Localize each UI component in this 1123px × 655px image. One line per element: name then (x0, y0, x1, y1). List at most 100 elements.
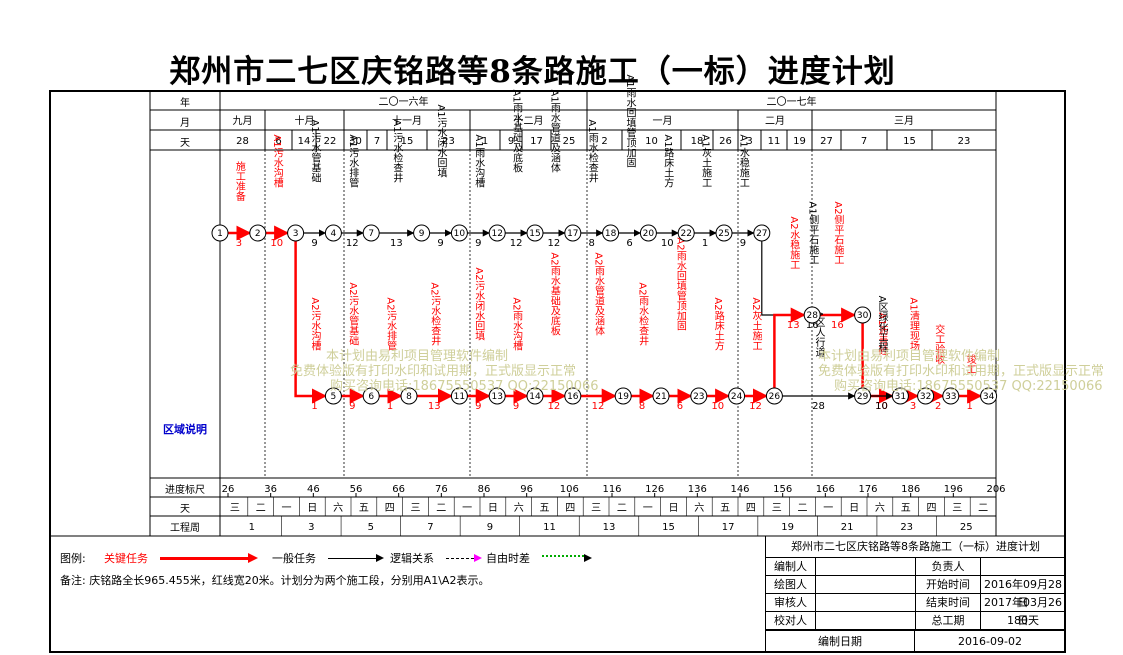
event-node-label: 25 (718, 229, 729, 239)
event-node-label: 34 (983, 392, 995, 402)
task-duration-label: 12 (548, 401, 561, 412)
region-label: 区域说明 (163, 423, 207, 436)
task-name-label: A1清理现场 (908, 297, 920, 351)
weekday-label: 二 (617, 503, 627, 514)
event-node-label: 13 (491, 392, 502, 402)
legend-label: 图例: (60, 552, 86, 565)
day-label: 6 (275, 136, 281, 147)
task-arrow (773, 307, 806, 388)
week-label: 1 (249, 522, 255, 533)
week-label: 15 (662, 522, 675, 533)
month-label: 十月 (295, 114, 315, 127)
year-label: 二〇一七年 (767, 95, 817, 108)
legend-logic-label: 逻辑关系 (390, 552, 434, 565)
task-name-label: A1雨水基础及底板 (511, 89, 523, 173)
progress-tick-label: 56 (350, 484, 363, 495)
task-name-label: A1雨水管道及涵体 (548, 89, 560, 173)
day-label: 28 (236, 136, 249, 147)
month-label: 十二月 (514, 114, 544, 127)
event-node-label: 18 (605, 229, 617, 239)
info-key: 负责人 (916, 558, 981, 576)
info-date-value: 2016-09-02 (915, 630, 1065, 652)
info-value: 180天 (981, 612, 1066, 630)
task-duration-label: 6 (677, 401, 683, 412)
progress-tick-label: 196 (944, 484, 963, 495)
event-node-label: 24 (731, 392, 743, 402)
event-node (362, 387, 380, 405)
weekday-label: 一 (643, 503, 653, 514)
month-label: 九月 (233, 115, 253, 127)
info-value: 2017年03月26日 (981, 594, 1066, 627)
month-row-label: 月 (180, 118, 190, 129)
weekday-label: 日 (307, 503, 317, 514)
task-name-label: A1污水检查井 (391, 119, 403, 183)
legend-critical-arrow-head (248, 553, 258, 563)
task-name-label: A2雨水管道及涵体 (593, 252, 605, 336)
task-duration-label: 3 (236, 238, 242, 249)
task-duration-label: 12 (592, 401, 605, 412)
event-node (614, 387, 632, 405)
day-label: 3 (746, 136, 752, 147)
day-row-label: 天 (180, 138, 190, 149)
task-name-label: A2雨水检查井 (637, 282, 649, 346)
task-name-label: A1污水排管 (347, 134, 359, 188)
day-label: 30 (349, 136, 362, 147)
task-duration-label: 13 (428, 401, 441, 412)
event-node-label: 1 (217, 229, 223, 239)
task-duration-label: 8 (639, 401, 645, 412)
info-table-title: 郑州市二七区庆铭路等8条路施工（一标）进度计划 (765, 536, 1065, 558)
event-node-label: 3 (293, 229, 299, 239)
task-duration-label: 1 (387, 401, 393, 412)
event-node-label: 21 (655, 392, 666, 402)
task-name-label: A1侧平石施工 (807, 201, 819, 264)
event-node-label: 7 (368, 229, 374, 239)
event-node (362, 224, 380, 242)
month-label: 二月 (765, 115, 785, 127)
task-name-label: A1水稳施工 (737, 134, 749, 187)
event-node (639, 224, 657, 242)
event-node (564, 224, 582, 242)
event-node (324, 224, 342, 242)
task-name-label: A1污水管基础 (309, 119, 321, 182)
event-node-label: 15 (529, 229, 540, 239)
info-value (816, 594, 916, 612)
task-duration-label: 10 (711, 401, 724, 412)
task-duration-label: 13 (390, 238, 403, 249)
week-label: 9 (487, 522, 493, 533)
week-label: 11 (543, 522, 556, 533)
event-node-label: 5 (331, 392, 337, 402)
info-date-label: 编制日期 (765, 630, 915, 652)
task-duration-label: 12 (510, 238, 523, 249)
task-name-label: A1污水沟槽 (271, 134, 283, 188)
progress-tick-label: 146 (730, 484, 749, 495)
weekday-label: 日 (669, 503, 679, 514)
event-node-label: 27 (756, 229, 767, 239)
weekday-label: 一 (282, 503, 292, 514)
event-node (753, 224, 771, 242)
task-duration-label: 12 (346, 238, 359, 249)
progress-row-label: 进度标尺 (165, 485, 205, 496)
info-key: 编制人 (766, 558, 816, 576)
event-node-label: 2 (255, 229, 261, 239)
info-value (816, 576, 916, 594)
info-key: 校对人 (766, 612, 816, 630)
day-label: 27 (820, 136, 833, 147)
event-node-label: 31 (895, 392, 906, 402)
day-label: 7 (861, 136, 867, 147)
event-node-label: 32 (920, 392, 931, 402)
info-table: 郑州市二七区庆铭路等8条路施工（一标）进度计划 (765, 536, 1065, 652)
task-name-label: A1雨水回填管顶加固 (624, 74, 636, 168)
event-node-label: 4 (331, 229, 337, 239)
task-duration-label: 16 (831, 320, 844, 331)
legend-normal-arrow (328, 558, 378, 559)
event-node (690, 387, 708, 405)
weekday-label: 二 (256, 503, 266, 514)
day-label: 1 (482, 136, 488, 147)
task-name-label: A1路床土方 (662, 134, 674, 188)
info-table-row: 编制人 负责人 (765, 558, 1066, 576)
event-node-label: 8 (406, 392, 412, 402)
week-label: 19 (781, 522, 794, 533)
